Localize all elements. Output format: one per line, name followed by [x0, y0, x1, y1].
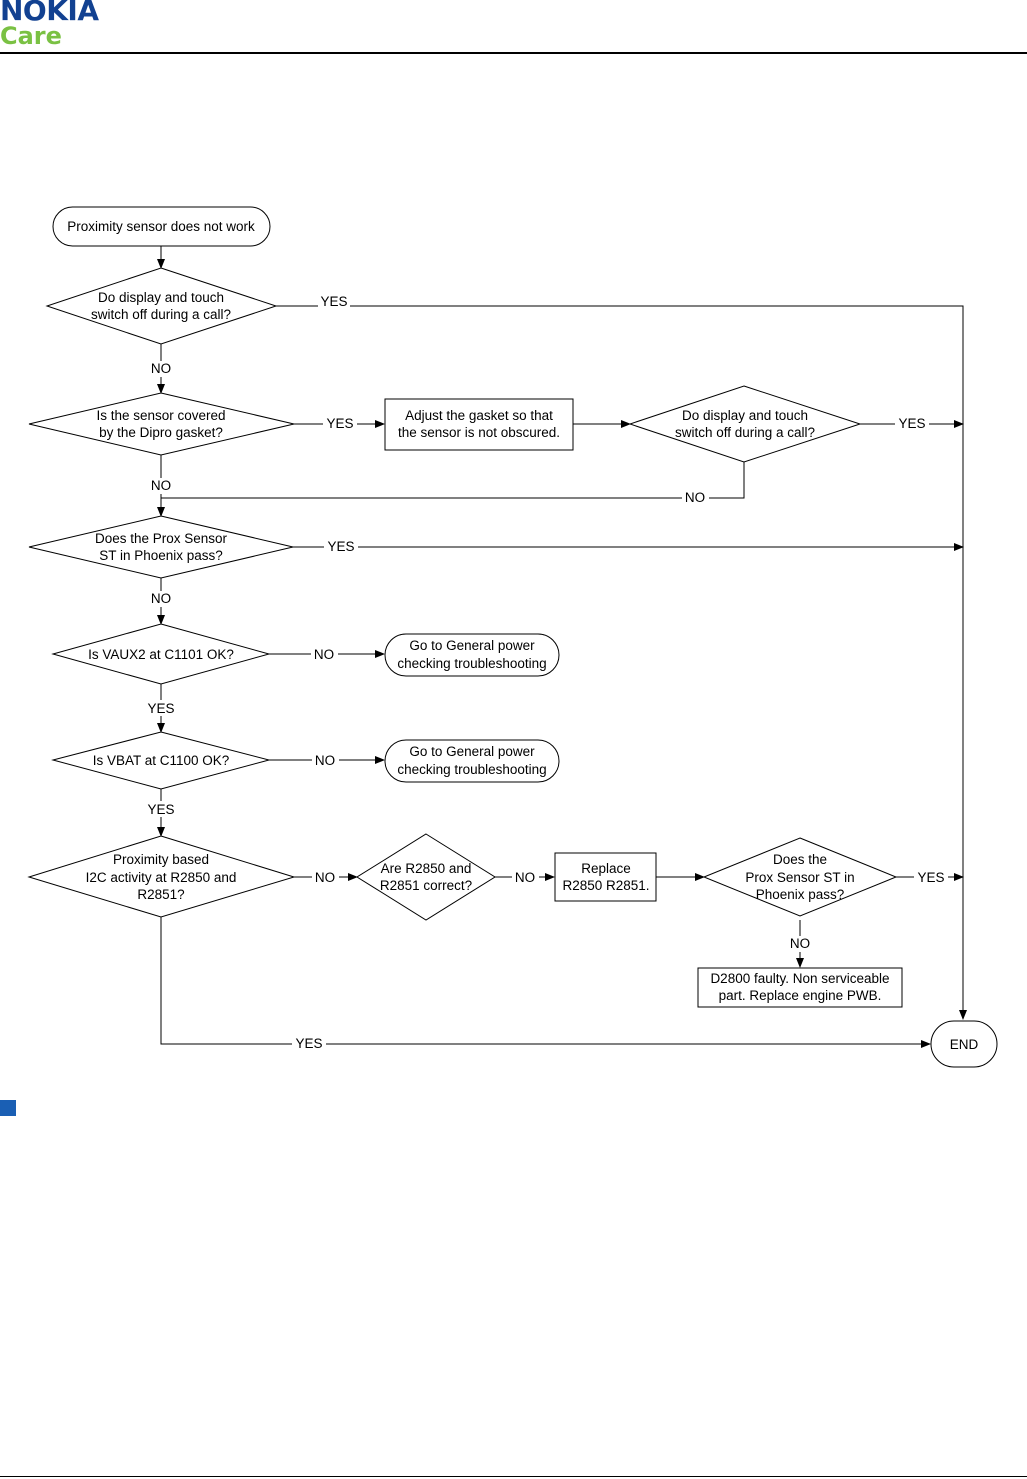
svg-text:END: END [950, 1037, 979, 1052]
label-i2c-no: NO [315, 870, 335, 885]
svg-text:switch off during a call?: switch off during a call? [91, 307, 231, 322]
arrow-q1-yes-to-end [276, 305, 967, 1020]
svg-text:checking troubleshooting: checking troubleshooting [397, 656, 546, 671]
node-q-i2c: Proximity based I2C activity at R2850 an… [27, 835, 296, 918]
svg-text:Replace: Replace [581, 861, 631, 876]
node-goto-power-1: Go to General power checking troubleshoo… [384, 633, 560, 677]
label-vaux2-no: NO [314, 647, 334, 662]
svg-text:R2850 R2851.: R2850 R2851. [562, 878, 649, 893]
node-q-resistors: Are R2850 and R2851 correct? [356, 833, 496, 921]
connectors [157, 246, 967, 1048]
label-q1-yes: YES [320, 294, 347, 309]
node-q-display-off-1: Do display and touch switch off during a… [45, 267, 278, 345]
svg-text:Is the sensor covered: Is the sensor covered [96, 408, 225, 423]
svg-text:Adjust the gasket so that: Adjust the gasket so that [405, 408, 553, 423]
svg-text:ST in Phoenix pass?: ST in Phoenix pass? [99, 548, 223, 563]
svg-text:part. Replace engine PWB.: part. Replace engine PWB. [719, 988, 882, 1003]
svg-text:Proximity sensor does not work: Proximity sensor does not work [67, 219, 255, 234]
svg-text:Prox Sensor ST in: Prox Sensor ST in [745, 870, 854, 885]
svg-text:the sensor is not obscured.: the sensor is not obscured. [398, 425, 560, 440]
svg-text:Do display and touch: Do display and touch [682, 408, 808, 423]
label-vbat-no: NO [315, 753, 335, 768]
header-rule [0, 52, 1027, 54]
node-replace-resistors: Replace R2850 R2851. [554, 852, 657, 902]
node-q-sensor-covered: Is the sensor covered by the Dipro gaske… [28, 392, 295, 456]
svg-text:Are R2850 and: Are R2850 and [381, 861, 472, 876]
label-q4-no: NO [151, 591, 171, 606]
node-end: END [930, 1020, 998, 1068]
label-i2c-yes: YES [295, 1036, 322, 1051]
label-vbat-yes: YES [147, 802, 174, 817]
node-q-display-off-2: Do display and touch switch off during a… [628, 385, 862, 463]
label-q2-yes: YES [326, 416, 353, 431]
node-q-vaux2: Is VAUX2 at C1101 OK? [51, 623, 271, 685]
line-q3-no [161, 462, 745, 499]
connector-labels: YES NO YES YES NO NO YES NO NO YES NO YE… [145, 293, 948, 1052]
svg-text:Go to General power: Go to General power [409, 744, 535, 759]
svg-text:checking troubleshooting: checking troubleshooting [397, 762, 546, 777]
svg-text:I2C activity at R2850 and: I2C activity at R2850 and [86, 870, 237, 885]
node-start: Proximity sensor does not work [52, 206, 271, 247]
svg-text:R2851?: R2851? [137, 887, 184, 902]
label-resistors-no: NO [515, 870, 535, 885]
svg-text:Does the Prox Sensor: Does the Prox Sensor [95, 531, 228, 546]
svg-text:Does the: Does the [773, 852, 827, 867]
arrow-i2c-yes-to-end [160, 917, 931, 1048]
svg-text:switch off during a call?: switch off during a call? [675, 425, 815, 440]
node-q-prox-pass-1: Does the Prox Sensor ST in Phoenix pass? [28, 515, 294, 579]
node-q-prox-pass-2: Does the Prox Sensor ST in Phoenix pass? [702, 837, 898, 917]
logo-care-text: Care [0, 22, 62, 50]
section-marker [0, 1100, 16, 1116]
svg-text:R2851 correct?: R2851 correct? [380, 878, 472, 893]
svg-text:Proximity based: Proximity based [113, 852, 209, 867]
svg-text:Go to General power: Go to General power [409, 638, 535, 653]
label-q5-yes: YES [917, 870, 944, 885]
label-q2-no: NO [151, 478, 171, 493]
label-q3-yes: YES [898, 416, 925, 431]
label-q4-yes: YES [327, 539, 354, 554]
logo-nokia-text: NOKIA [0, 0, 99, 27]
node-adjust-gasket: Adjust the gasket so that the sensor is … [384, 398, 574, 451]
svg-text:Phoenix pass?: Phoenix pass? [756, 887, 845, 902]
label-q1-no: NO [151, 361, 171, 376]
svg-text:D2800 faulty. Non serviceable: D2800 faulty. Non serviceable [710, 971, 889, 986]
svg-text:Is VAUX2 at C1101 OK?: Is VAUX2 at C1101 OK? [88, 647, 234, 662]
footer-rule [0, 1476, 1027, 1477]
node-goto-power-2: Go to General power checking troubleshoo… [384, 739, 560, 783]
label-vaux2-yes: YES [147, 701, 174, 716]
label-q3-no: NO [685, 490, 705, 505]
node-q-vbat: Is VBAT at C1100 OK? [51, 731, 271, 790]
svg-text:Is VBAT at C1100 OK?: Is VBAT at C1100 OK? [93, 753, 230, 768]
label-q5-no: NO [790, 936, 810, 951]
svg-text:Do display and touch: Do display and touch [98, 290, 224, 305]
node-d2800-faulty: D2800 faulty. Non serviceable part. Repl… [697, 967, 903, 1008]
svg-text:by the Dipro gasket?: by the Dipro gasket? [99, 425, 223, 440]
